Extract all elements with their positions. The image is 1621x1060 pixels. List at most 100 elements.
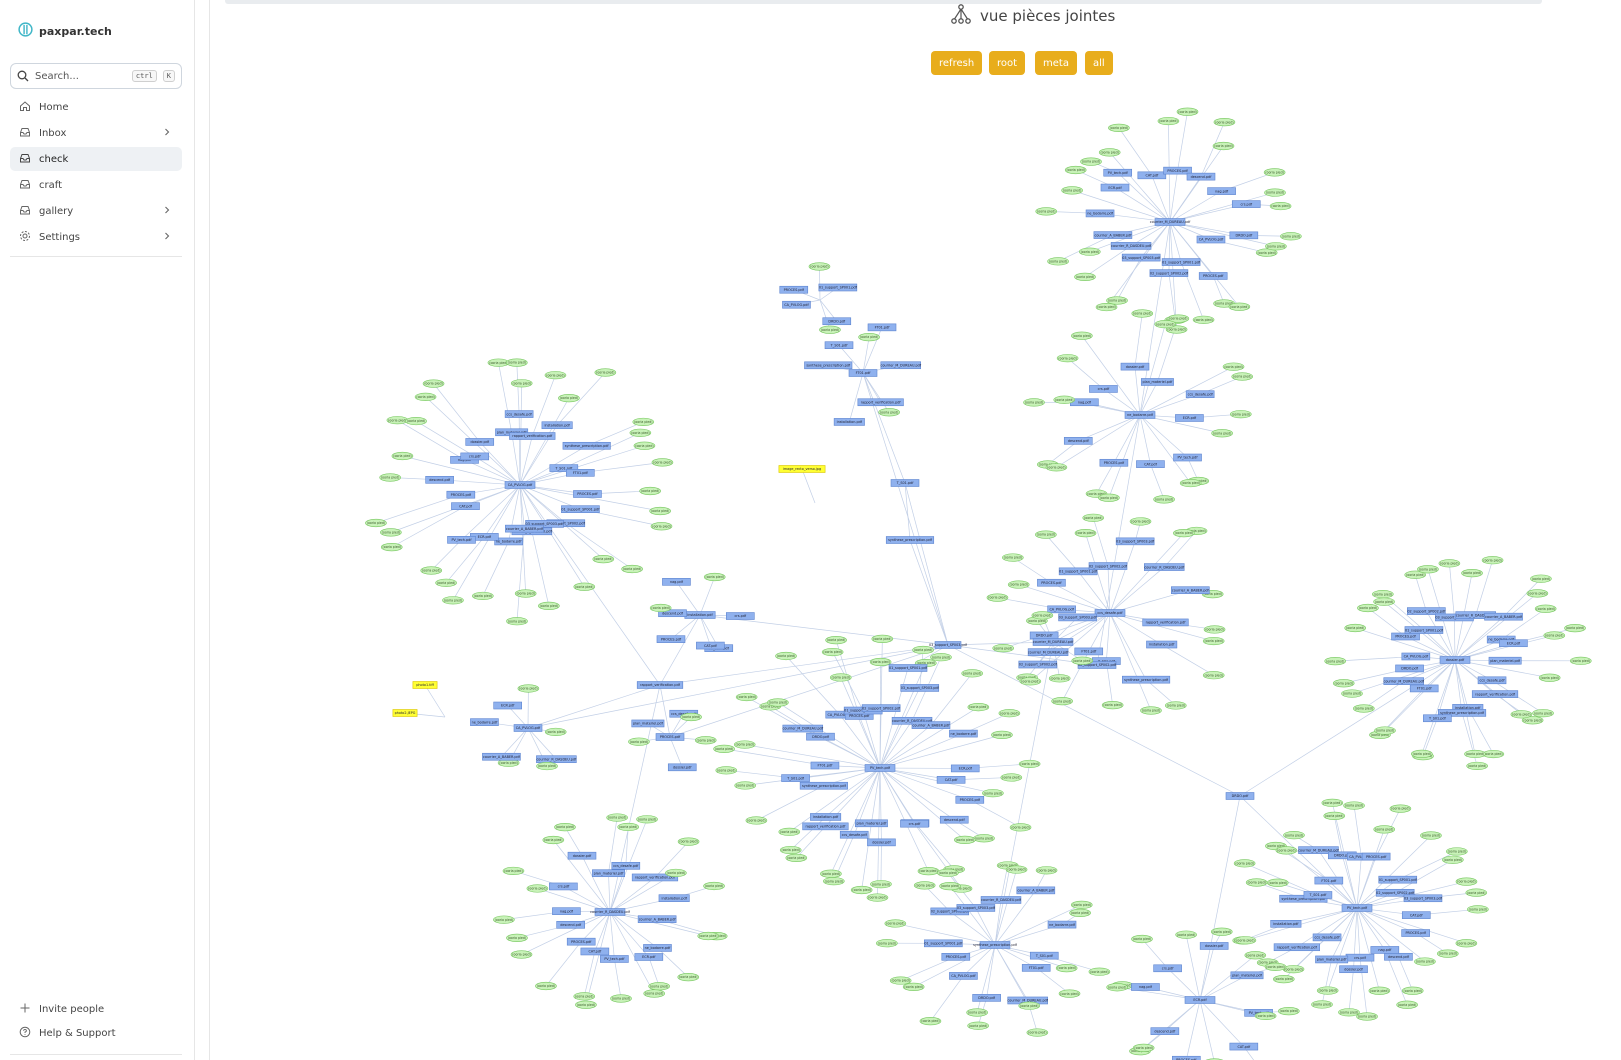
reference-node[interactable]: (ooria pied) — [1056, 354, 1079, 363]
reference-node[interactable]: (ooria pied) — [1414, 957, 1436, 966]
reference-node[interactable]: (ooria pied) — [621, 564, 643, 574]
pdf-node[interactable]: PROCES.pdf — [656, 635, 686, 643]
pdf-node[interactable]: PROCES.pdf — [779, 285, 809, 294]
reference-node[interactable]: (ooria pied) — [998, 709, 1021, 718]
pdf-node[interactable]: crs.pdf — [1089, 385, 1118, 393]
reference-node[interactable]: (ooria pied) — [1035, 207, 1058, 216]
pdf-node[interactable]: ccs_desafe.pdf — [839, 830, 869, 839]
reference-node[interactable]: (ooria pied) — [735, 692, 758, 702]
reference-node[interactable]: (ooria pied) — [1482, 749, 1505, 759]
reference-node[interactable]: (ooria pied) — [391, 451, 414, 461]
reference-node[interactable]: (ooria pied) — [1321, 798, 1344, 807]
reference-node[interactable]: (ooria pied) — [785, 853, 808, 862]
reference-node[interactable]: (ooria pied) — [973, 834, 995, 843]
reference-node[interactable]: (ooria pied) — [1455, 877, 1478, 886]
pdf-node[interactable]: FT01.pdf — [1314, 876, 1344, 885]
reference-node[interactable]: (ooria pied) — [1132, 1043, 1155, 1052]
reference-node[interactable]: (ooria pied) — [1534, 604, 1557, 613]
sidebar-item-check[interactable]: check — [10, 147, 182, 171]
search-input[interactable]: Search... ctrl K — [10, 63, 182, 89]
reference-node[interactable]: (ooria pied) — [1222, 362, 1245, 371]
reference-node[interactable]: (ooria pied) — [1233, 859, 1256, 868]
pdf-node[interactable]: descend.pdf — [939, 815, 969, 824]
pdf-node[interactable]: PROCES.pdf — [1391, 632, 1420, 641]
reference-node[interactable]: (ooria pied) — [1526, 589, 1549, 598]
pdf-node[interactable]: dossier.pdf — [465, 438, 495, 446]
reference-node[interactable]: (ooria pied) — [1283, 831, 1305, 840]
reference-node[interactable]: (ooria pied) — [966, 1008, 988, 1017]
reference-node[interactable]: (ooria pied) — [1202, 671, 1225, 680]
reference-node[interactable]: (ooria pied) — [1510, 710, 1533, 719]
reference-node[interactable]: (ooria pied) — [820, 869, 842, 878]
pdf-node[interactable]: dossier.pdf — [567, 851, 597, 860]
reference-node[interactable]: (ooria pied) — [1461, 569, 1483, 578]
pdf-node[interactable]: FT01.pdf — [1074, 647, 1104, 656]
pdf-node[interactable]: descend.pdf — [1063, 437, 1093, 445]
reference-node[interactable]: (ooria pied) — [1280, 232, 1302, 241]
pdf-node[interactable]: T_S01.pdf — [890, 479, 920, 487]
reference-node[interactable]: (ooria pied) — [651, 458, 674, 467]
pdf-node[interactable]: courrier_R_DASDEU.pdf — [590, 908, 631, 916]
reference-node[interactable]: (ooria pied) — [1069, 908, 1091, 917]
reference-node[interactable]: (ooria pied) — [1464, 749, 1486, 759]
reference-node[interactable]: (ooria pied) — [825, 636, 847, 645]
all-button[interactable]: all — [1085, 51, 1113, 75]
reference-node[interactable]: (ooria pied) — [1263, 168, 1286, 177]
pdf-node[interactable]: CAT.pdf — [1137, 171, 1167, 180]
pdf-node[interactable]: nag.pdf — [1207, 187, 1236, 195]
reference-node[interactable]: (ooria pied) — [1079, 247, 1101, 256]
reference-node[interactable]: (ooria pied) — [1344, 623, 1367, 633]
reference-node[interactable]: (ooria pied) — [1569, 656, 1592, 665]
pdf-node[interactable]: CAT.pdf — [1136, 460, 1165, 468]
pdf-node[interactable]: installation.pdf — [684, 611, 716, 619]
reference-node[interactable]: (ooria pied) — [1266, 878, 1289, 887]
reference-node[interactable]: (ooria pied) — [514, 589, 537, 598]
pdf-node[interactable]: CA_PVLOG.pdf — [1401, 652, 1431, 661]
pdf-node[interactable]: PV_tech.pdf — [1173, 453, 1202, 462]
pdf-node[interactable]: courrier_A_BABER.pdf — [505, 524, 544, 533]
pdf-node[interactable]: rapport_verification.pdf — [1273, 943, 1320, 952]
pdf-node[interactable]: nag.pdf — [552, 907, 581, 915]
pdf-node[interactable]: crs.pdf — [1153, 964, 1182, 973]
pdf-node[interactable]: PROCES.pdf — [1198, 272, 1228, 280]
pdf-node[interactable]: DRDO.pdf — [806, 732, 835, 741]
reference-node[interactable]: (ooria pied) — [1323, 811, 1346, 820]
reference-node[interactable]: (ooria pied) — [1272, 975, 1295, 984]
reference-node[interactable]: (ooria pied) — [866, 893, 889, 902]
image-node[interactable]: image_recto_verso.jpg — [778, 465, 826, 473]
reference-node[interactable]: (ooria pied) — [703, 572, 726, 582]
reference-node[interactable]: (ooria pied) — [1175, 930, 1197, 939]
pdf-node[interactable]: CAT.pdf — [696, 641, 725, 650]
reference-node[interactable]: (ooria pied) — [1035, 866, 1058, 875]
pdf-node[interactable]: CA_PVLOG.pdf — [1196, 235, 1226, 244]
reference-node[interactable]: (ooria pied) — [871, 634, 894, 643]
pdf-node[interactable]: descend.pdf — [1384, 952, 1413, 961]
reference-node[interactable]: (ooria pied) — [643, 989, 666, 998]
pdf-node[interactable]: 02_support_SP002.pdf — [1407, 607, 1446, 615]
pdf-node[interactable]: ccs_desafe.pdf — [1094, 609, 1126, 617]
pdf-node[interactable]: 01_support_SP001.pdf — [923, 939, 963, 948]
pdf-node[interactable]: CA_PVLOG.pdf — [949, 972, 978, 980]
reference-node[interactable]: (ooria pied) — [1058, 989, 1081, 998]
pdf-node[interactable]: 01_support_SP001.pdf — [888, 664, 928, 672]
pdf-node[interactable]: FT01.pdf — [867, 323, 897, 332]
brand[interactable]: paxpar.tech — [18, 20, 112, 42]
pdf-node[interactable]: 03_support_SP003.pdf — [1115, 537, 1155, 546]
pdf-node[interactable]: PROCES.pdf — [1401, 929, 1430, 937]
reference-node[interactable]: (ooria pied) — [982, 789, 1004, 798]
root-button[interactable]: root — [989, 51, 1026, 75]
reference-node[interactable]: (ooria pied) — [1438, 559, 1461, 568]
reference-node[interactable]: (ooria pied) — [544, 727, 567, 737]
reference-node[interactable]: (ooria pied) — [636, 815, 658, 824]
pdf-node[interactable]: synthese_prescription.pdf — [804, 361, 853, 370]
pdf-node[interactable]: synthese_prescription.pdf — [799, 781, 848, 790]
pdf-node[interactable]: courrier_R_DASDEU.pdf — [1110, 242, 1152, 250]
reference-node[interactable]: (ooria pied) — [954, 835, 976, 844]
reference-node[interactable]: (ooria pied) — [734, 781, 756, 790]
reference-node[interactable]: (ooria pied) — [884, 919, 907, 928]
reference-node[interactable]: (ooria pied) — [1264, 188, 1286, 197]
reference-node[interactable]: (ooria pied) — [1254, 1011, 1277, 1021]
reference-node[interactable]: (ooria pied) — [649, 506, 671, 516]
reference-node[interactable]: (ooria pied) — [1521, 716, 1544, 725]
reference-node[interactable]: (ooria pied) — [665, 868, 687, 878]
